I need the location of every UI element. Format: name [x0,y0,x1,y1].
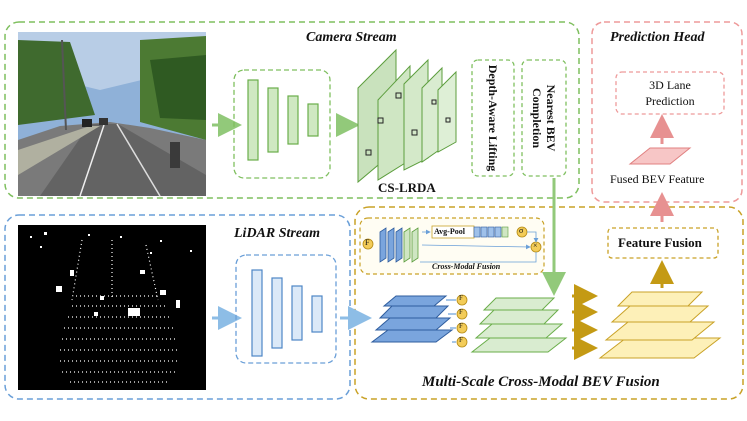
camera-stream-title: Camera Stream [306,30,397,45]
camera-encoder-layer-2 [267,87,279,153]
cross-modal-fusion-caption: Cross-Modal Fusion [432,262,501,271]
fused-bev-feature-plane [628,147,692,165]
f-symbol-3: F [459,322,463,330]
lidar-encoder-box [235,254,337,364]
camera-encoder-box [233,69,331,179]
camera-encoder-layer-3 [287,95,299,145]
lidar-encoder-layer-1 [251,269,263,357]
nearest-bev-completion-box [521,59,567,177]
f-circles [456,294,468,348]
cs-lrda-label: CS-LRDA [378,180,436,195]
fused-bev-feature-label: Fused BEV Feature [610,172,705,186]
lidar-encoder-layer-2 [271,277,283,349]
fusion-title: Multi-Scale Cross-Modal BEV Fusion [422,374,660,390]
cs-lrda-feature-stack [357,48,457,184]
multiply-symbol: × [533,241,538,250]
lidar-encoder-layer-3 [291,285,303,341]
inset-f-symbol: F [365,238,370,247]
inset-green-stack [403,227,419,263]
inset-f-circle [362,238,374,250]
feature-fusion-label: Feature Fusion [618,235,702,250]
gold-arrows [572,284,598,360]
lidar-encoder-layer-4 [311,295,323,333]
fused-bev-pyramid [598,291,722,359]
nearest-bev-completion-label: Nearest BEV Completion [530,84,558,152]
lidar-bev-pyramid [370,295,454,343]
camera-encoder-layer-4 [307,103,319,137]
lidar-stream-frame [4,214,351,400]
f-symbol-2: F [459,308,463,316]
avgpool-label: Avg-Pool [434,227,465,236]
camera-bev-pyramid [470,297,568,353]
lidar-image [18,225,206,390]
inset-blue-stack [379,227,403,263]
lane-prediction-label: 3D Lane Prediction [645,78,695,108]
lidar-stream-title: LiDAR Stream [234,226,320,241]
feature-fusion-box [607,227,719,259]
camera-encoder-layer-1 [247,79,259,161]
camera-stream-frame [4,21,580,199]
depth-aware-lifting-box [471,59,515,177]
sigmoid-symbol: σ [519,226,524,235]
lane-prediction-box [615,71,725,115]
f-symbol-1: F [459,294,463,302]
camera-image [18,32,206,197]
fusion-frame [354,206,744,400]
prediction-head-title: Prediction Head [610,30,705,45]
depth-aware-lifting-label: Depth-Aware Lifting [486,64,500,172]
f-symbol-4: F [459,336,463,344]
